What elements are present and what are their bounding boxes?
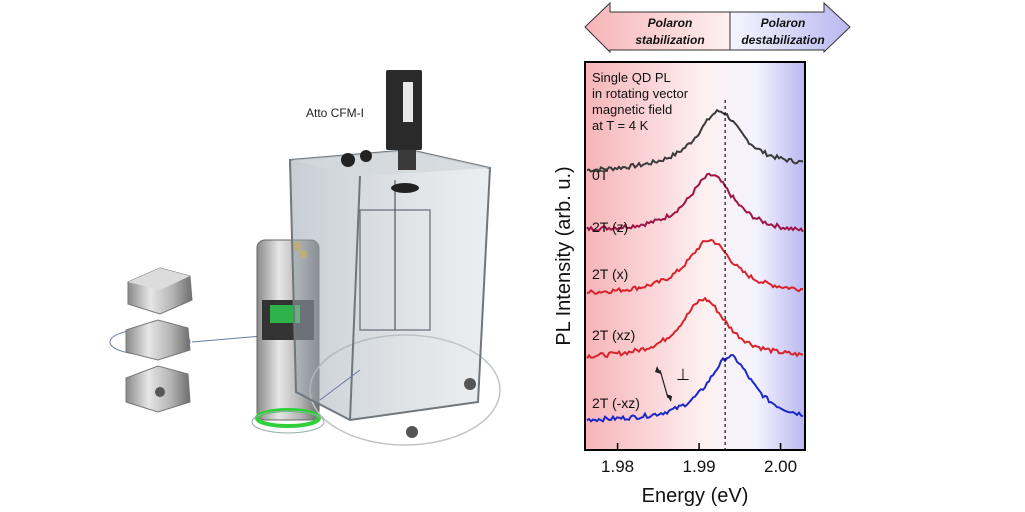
exploded-sample-stack xyxy=(109,267,193,413)
polaron-arrow: Polaron stabilization Polaron destabiliz… xyxy=(584,1,851,54)
series-line-3 xyxy=(586,296,804,359)
annotation-line-3: at T = 4 K xyxy=(592,118,649,133)
pl-spectra-chart: Polaron stabilization Polaron destabiliz… xyxy=(553,1,851,507)
series-line-0 xyxy=(586,108,804,173)
arrow-left-line2: stabilization xyxy=(635,33,704,47)
series-line-2 xyxy=(586,238,804,295)
x-tick-label-0: 1.98 xyxy=(601,457,634,476)
plot-frame xyxy=(584,61,806,451)
annotation-line-2: magnetic field xyxy=(592,102,672,117)
annotation-line-1: in rotating vector xyxy=(592,86,689,101)
series-layer xyxy=(586,108,804,423)
annotation-line-0: Single QD PL xyxy=(592,70,671,85)
series-label-3: 2T (xz) xyxy=(592,327,635,343)
series-label-1: 2T (z) xyxy=(592,219,628,235)
cryostat-illustration: Atto CFM-I xyxy=(109,70,501,446)
arrow-right-line1: Polaron xyxy=(761,16,806,30)
perp-symbol: ⊥ xyxy=(676,367,690,384)
series-labels: 0T 2T (z) 2T (x) 2T (xz) 2T (-xz) xyxy=(592,167,640,411)
series-label-2: 2T (x) xyxy=(592,266,628,282)
device-label: Atto CFM-I xyxy=(306,106,364,120)
arrow-right-line2: destabilization xyxy=(741,33,824,47)
series-label-0: 0T xyxy=(592,167,609,183)
arrow-left-line1: Polaron xyxy=(648,16,693,30)
microscope-head xyxy=(386,70,422,193)
series-label-4: 2T (-xz) xyxy=(592,395,640,411)
cryostat-cabinet xyxy=(288,148,501,446)
perpendicular-arrow: ⊥ xyxy=(655,366,690,402)
x-axis: 1.98 1.99 2.00 xyxy=(601,443,797,476)
y-axis-label: PL Intensity (arb. u.) xyxy=(553,166,575,345)
x-axis-label: Energy (eV) xyxy=(642,485,749,507)
series-line-4 xyxy=(586,354,804,423)
arrow-right-destabilization xyxy=(729,1,851,54)
x-tick-label-2: 2.00 xyxy=(764,457,797,476)
plot-background xyxy=(585,62,805,450)
series-line-1 xyxy=(586,172,804,233)
x-tick-label-1: 1.99 xyxy=(683,457,716,476)
